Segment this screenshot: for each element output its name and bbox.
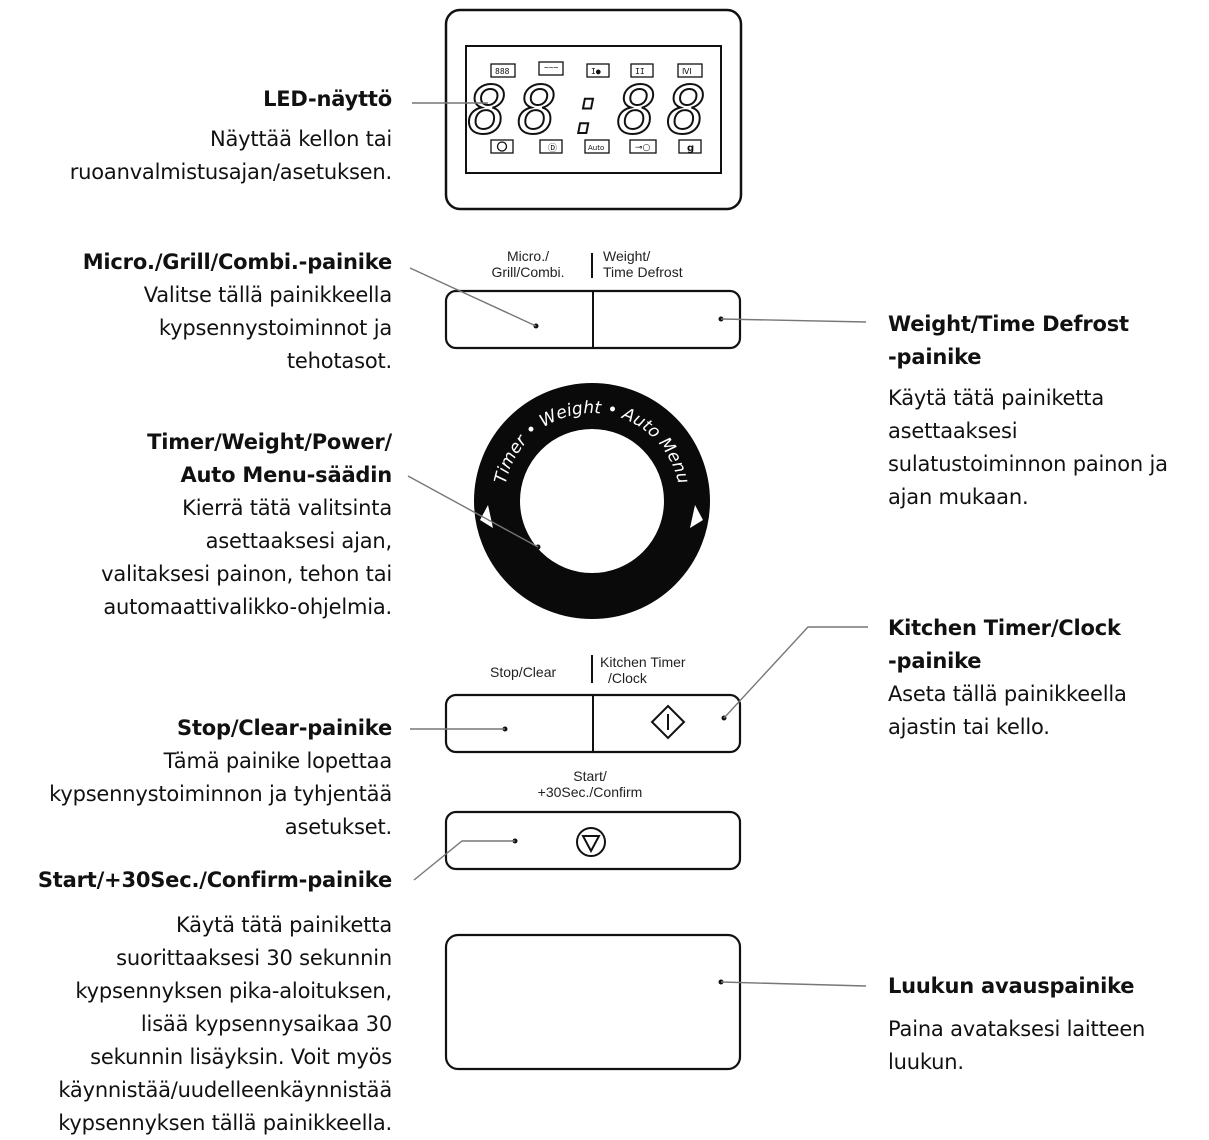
- callout-dial: Timer/Weight/Power/ Auto Menu-säädin Kie…: [0, 426, 392, 624]
- display-top-icons: [490, 61, 703, 78]
- kitchen-panel-label: Kitchen Timer/Clock: [600, 654, 686, 686]
- svg-text:Auto: Auto: [588, 144, 604, 152]
- stop-panel-label: Stop/Clear: [490, 664, 557, 680]
- svg-text:g: g: [687, 143, 694, 154]
- callout-start-title: Start/+30Sec./Confirm-painike: [37, 868, 392, 892]
- display-digits: 88:88: [468, 72, 717, 149]
- start-icon: [576, 827, 606, 857]
- callout-weight-title-1: Weight/Time Defrost: [888, 312, 1129, 336]
- svg-text:ⅣⅠ: ⅣⅠ: [682, 67, 692, 76]
- start-panel-label: Start/+30Sec./Confirm: [537, 768, 643, 800]
- callout-weight-title-2: -painike: [888, 345, 982, 369]
- svg-text:⊸○: ⊸○: [635, 143, 651, 153]
- door-open-button-frame: [444, 933, 742, 1071]
- callout-kitchen-title-1: Kitchen Timer/Clock: [888, 616, 1121, 640]
- callout-stop: Stop/Clear-painike Tämä painike lopettaa…: [0, 712, 392, 844]
- svg-text:888: 888: [495, 67, 510, 76]
- callout-led-title: LED-näyttö: [263, 87, 392, 111]
- callout-led: LED-näyttö Näyttää kellon tai ruoanvalmi…: [0, 83, 392, 189]
- svg-text:I●: I●: [591, 67, 601, 76]
- start-button-frame: [444, 810, 742, 871]
- display-housing: [444, 8, 743, 211]
- svg-text:~~~: ~~~: [544, 63, 559, 72]
- kitchen-timer-icon: [650, 704, 686, 740]
- callout-start: Start/+30Sec./Confirm-painike Käytä tätä…: [0, 864, 392, 1140]
- led-screen: [465, 45, 722, 174]
- callout-door-title: Luukun avauspainike: [888, 974, 1135, 998]
- weight-panel-label: Weight/Time Defrost: [603, 248, 683, 280]
- callout-micro-title: Micro./Grill/Combi.-painike: [82, 250, 392, 274]
- display-bottom-icons: [490, 139, 702, 154]
- callout-micro: Micro./Grill/Combi.-painike Valitse täll…: [0, 246, 392, 378]
- svg-text:II: II: [635, 67, 645, 76]
- callout-kitchen-title-2: -painike: [888, 649, 982, 673]
- callout-kitchen: Kitchen Timer/Clock -painike Aseta tällä…: [888, 612, 1206, 744]
- callout-weight: Weight/Time Defrost -painike Käytä tätä …: [888, 308, 1206, 514]
- svg-text:Ⓓ: Ⓓ: [548, 143, 557, 154]
- callout-stop-title: Stop/Clear-painike: [177, 716, 392, 740]
- leader-lines: [407, 102, 868, 987]
- callout-door: Luukun avauspainike Paina avataksesi lai…: [888, 970, 1206, 1079]
- callout-dial-title-2: Auto Menu-säädin: [180, 463, 392, 487]
- micro-panel-label: Micro./Grill/Combi.: [491, 248, 565, 280]
- control-dial[interactable]: [474, 383, 710, 619]
- callout-dial-title-1: Timer/Weight/Power/: [147, 430, 392, 454]
